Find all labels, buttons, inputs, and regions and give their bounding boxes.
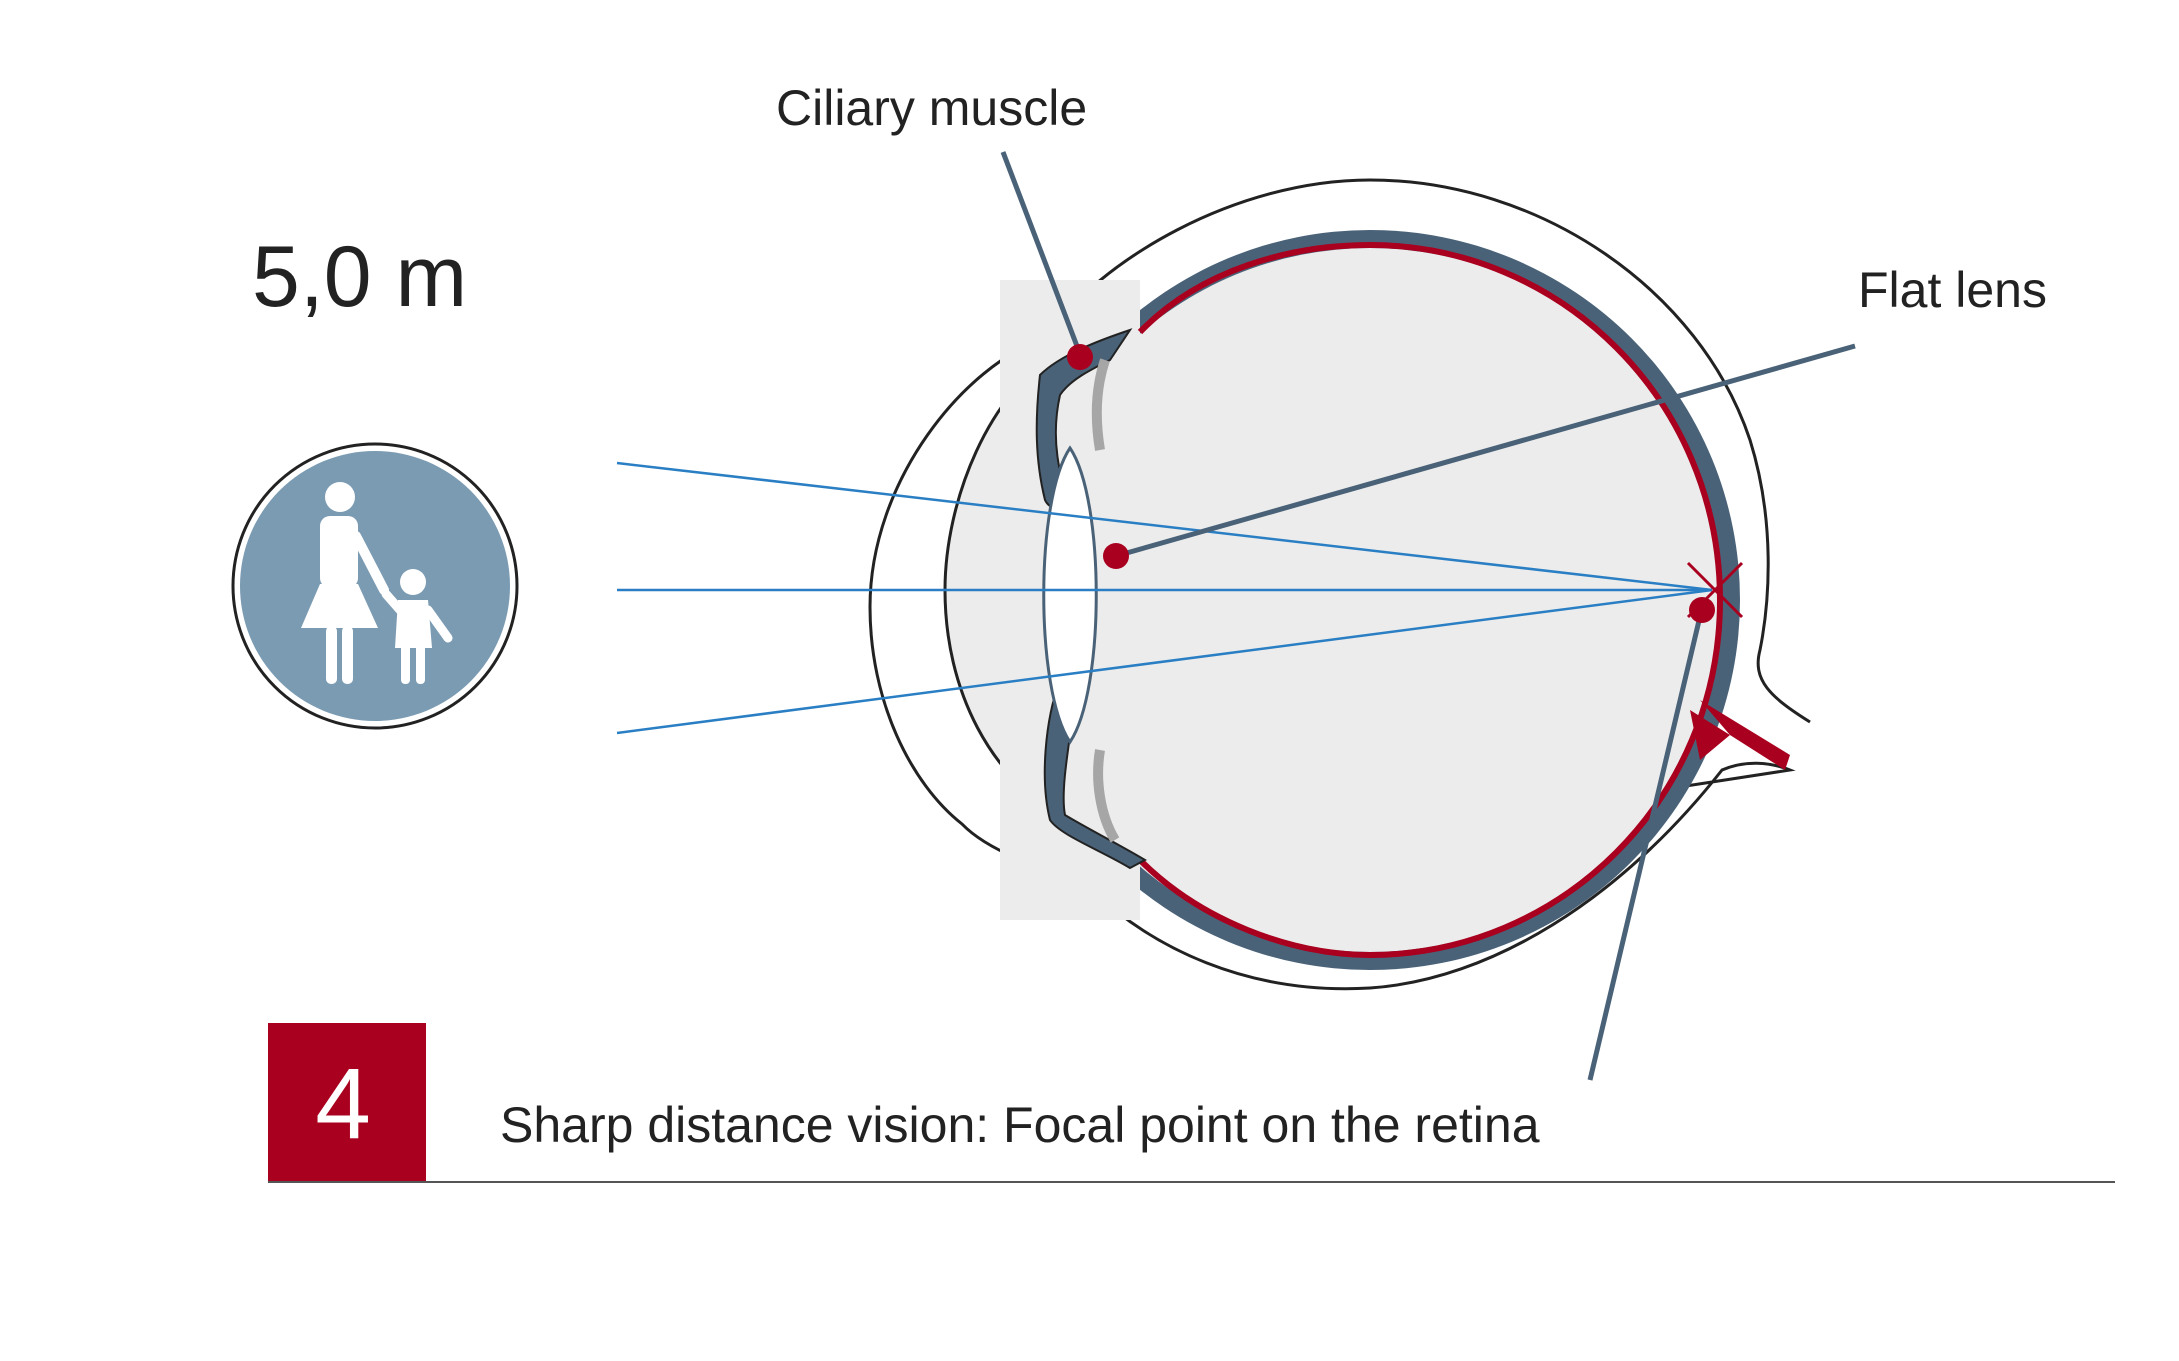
leader-retina bbox=[1587, 607, 1705, 1081]
optic-nerve bbox=[1700, 700, 1790, 770]
flat-lens-label: Flat lens bbox=[1858, 262, 2047, 318]
iris-upper bbox=[1035, 328, 1133, 509]
distance-label: 5,0 m bbox=[252, 229, 467, 325]
eye bbox=[868, 178, 1811, 991]
leader-lines bbox=[1000, 151, 1856, 1081]
zonule-upper bbox=[1091, 358, 1110, 451]
light-rays bbox=[616, 461, 1713, 735]
ciliary-dot bbox=[1067, 344, 1093, 370]
retina-dot bbox=[1689, 597, 1715, 623]
flat-lens bbox=[1042, 445, 1098, 745]
retina bbox=[1137, 241, 1724, 959]
ray-top bbox=[616, 461, 1713, 592]
step-number: 4 bbox=[315, 1048, 371, 1160]
ciliary-muscle-label: Ciliary muscle bbox=[776, 80, 1087, 136]
pedestrian-sign-icon bbox=[231, 442, 519, 730]
leader-lens bbox=[1115, 343, 1856, 559]
vitreous-body bbox=[1018, 248, 1722, 952]
ray-bottom bbox=[616, 588, 1713, 735]
zonule-lower bbox=[1093, 749, 1120, 843]
step-badge bbox=[268, 1023, 426, 1181]
lens-dot bbox=[1103, 543, 1129, 569]
leader-ciliary bbox=[1000, 151, 1083, 355]
step-caption: Sharp distance vision: Focal point on th… bbox=[500, 1097, 1540, 1153]
